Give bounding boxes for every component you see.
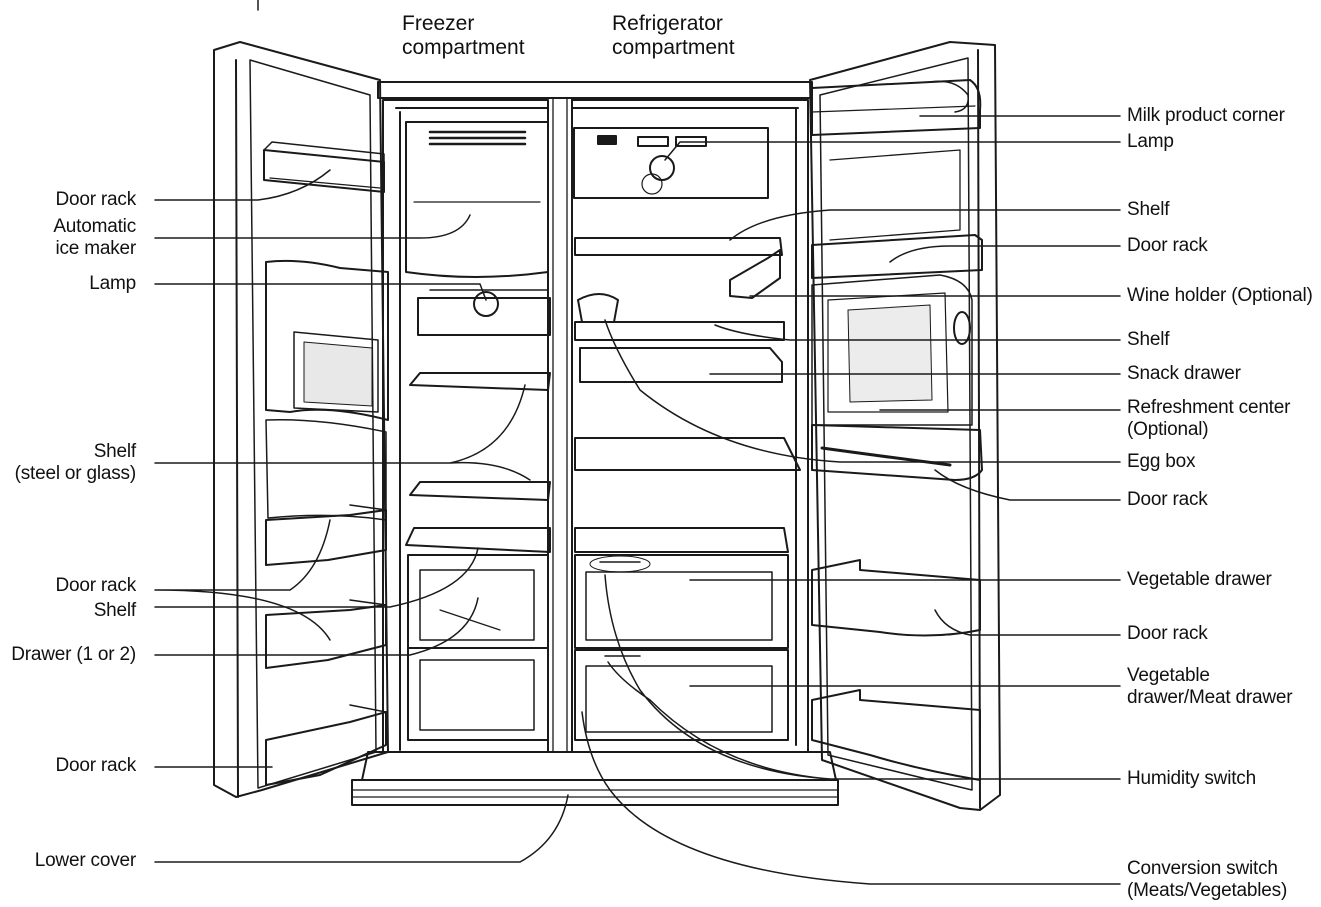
freezer-door-rack-mid [265,419,387,521]
refrigerator-interior [573,127,801,741]
leader-lines-left [154,169,569,863]
cabinet-body [377,81,813,753]
freezer-door [213,41,389,798]
label-shelf-right-1: Shelf [1127,199,1170,220]
label-door-rack-left-3: Door rack [55,755,136,776]
fridge-door-rack-4 [811,689,981,781]
egg-cup [577,293,619,323]
fridge-lamp [649,155,675,181]
fridge-door-rack-3 [811,559,981,637]
freezer-heading-line1: Freezer [402,12,475,35]
wine-holder [729,249,781,299]
label-door-rack-left-1: Door rack [55,189,136,210]
label-lamp-left: Lamp [89,273,136,294]
label-wine-holder: Wine holder (Optional) [1127,285,1313,306]
label-egg-box: Egg box [1127,451,1196,472]
dispenser-housing [265,259,389,421]
label-humidity-switch: Humidity switch [1127,768,1256,789]
label-automatic-ice-maker: Automatic ice maker [53,216,136,260]
label-shelf-steel-glass: Shelf (steel or glass) [14,441,137,485]
refrigerator-heading: Refrigerator compartment [612,12,735,60]
label-veg-meat-line1: Vegetable [1127,665,1210,686]
label-shelf-left-b: Shelf [93,600,137,621]
label-vegetable-drawer: Vegetable drawer [1127,569,1272,590]
label-ice-maker-line1: Automatic [53,216,136,237]
freezer-lamp [473,291,499,317]
label-refreshment-line1: Refreshment center [1127,397,1291,418]
label-door-rack-right-1: Door rack [1127,235,1208,256]
label-shelf-line1: Shelf [93,441,137,462]
fridge-shelf-4 [574,527,789,553]
label-milk-product-corner: Milk product corner [1127,105,1285,126]
label-lamp-right: Lamp [1127,131,1174,152]
leader-lines-right [581,115,1121,885]
freezer-door-rack-2 [265,509,387,566]
refreshment-center [811,274,973,426]
fridge-shelf-3 [574,437,801,471]
fridge-door-rack-top [811,234,983,279]
vegetable-drawer [574,554,789,649]
label-shelf-line2: (steel or glass) [14,463,137,484]
freezer-door-rack-top [263,149,385,193]
freezer-drawer-2 [407,647,549,741]
label-refreshment-center: Refreshment center (Optional) [1127,397,1290,441]
freezer-door-rack-3 [265,604,387,669]
lower-cover [351,751,839,806]
label-snack-drawer: Snack drawer [1127,363,1241,384]
milk-product-corner [811,79,982,136]
label-lower-cover: Lower cover [34,850,136,871]
label-conversion-line2: (Meats/Vegetables) [1127,880,1288,901]
refrigerator-heading-line1: Refrigerator [612,12,723,35]
fridge-door-rack-mid [811,424,983,481]
freezer-shelf-3 [405,527,551,553]
refrigerator-heading-line2: compartment [612,36,735,59]
freezer-interior [405,121,551,741]
meat-drawer [574,649,789,741]
fridge-shelf-1 [574,237,783,256]
label-door-rack-right-2: Door rack [1127,489,1208,510]
label-vegetable-meat-drawer: Vegetable drawer/Meat drawer [1127,665,1293,709]
egg-box [820,446,952,467]
label-door-rack-right-3: Door rack [1127,623,1208,644]
freezer-heading-line2: compartment [402,36,525,59]
automatic-ice-maker [405,121,549,278]
snack-drawer [579,347,783,383]
refrigerator-door [809,41,1001,811]
label-veg-meat-line2: drawer/Meat drawer [1127,687,1293,708]
label-drawer: Drawer (1 or 2) [11,644,136,665]
control-panel [573,127,769,199]
freezer-door-rack-4 [265,711,387,786]
label-conversion-switch: Conversion switch (Meats/Vegetables) [1127,858,1287,902]
label-conversion-line1: Conversion switch [1127,858,1278,879]
label-shelf-right-2: Shelf [1127,329,1170,350]
label-ice-maker-line2: ice maker [55,238,136,259]
label-refreshment-line2: (Optional) [1127,419,1209,440]
label-door-rack-left-2: Door rack [55,575,136,596]
freezer-heading: Freezer compartment [402,12,525,60]
freezer-shelf-1 [409,372,551,391]
freezer-shelf-2 [409,481,551,501]
